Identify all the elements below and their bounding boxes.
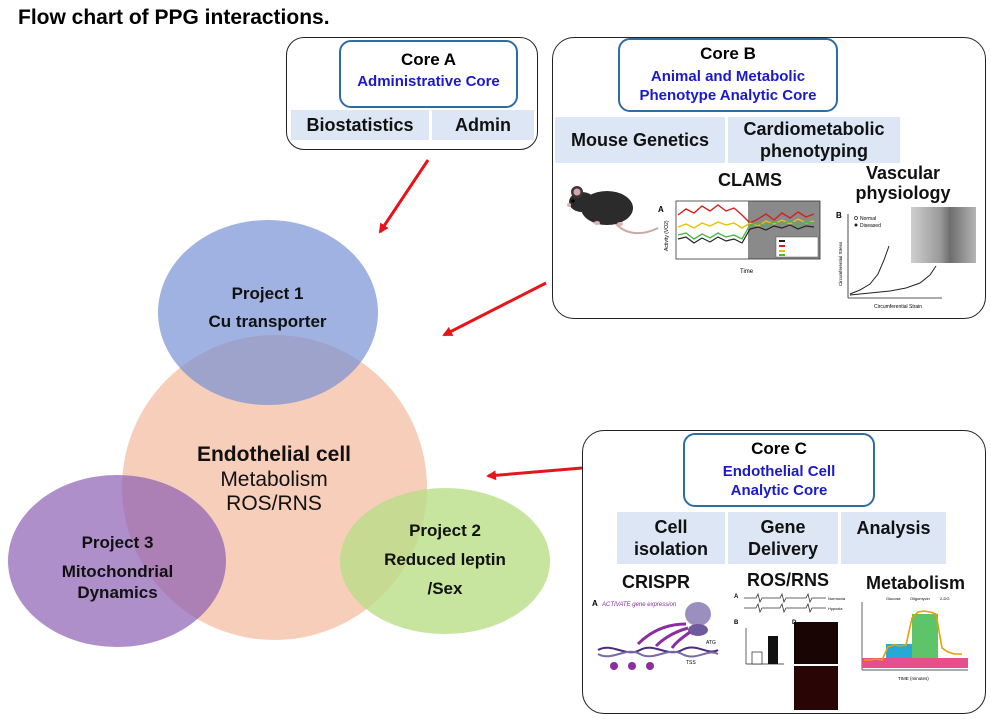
- crispr-schematic: A ACTIVATE gene expression ATG TSS: [592, 599, 719, 670]
- project2-label: Project 2 Reduced leptin /Sex: [365, 520, 525, 600]
- project1-circle: [158, 220, 378, 405]
- ros-label: ROS/RNS: [746, 570, 829, 590]
- center-ros: ROS/RNS: [226, 492, 322, 515]
- crispr-label: CRISPR: [621, 572, 690, 592]
- metabolism-series: [864, 610, 962, 661]
- project2-topic-line2: /Sex: [427, 579, 463, 598]
- vascular-label-line1: Vascular: [865, 163, 941, 183]
- clams-ylabel: Activity (VO2): [664, 220, 670, 251]
- project3-topic-line2: Dynamics: [77, 583, 158, 602]
- arrow-core-b: [442, 281, 547, 337]
- crispr-panel-letter: A: [592, 599, 598, 608]
- vascular-stress-strain-plot: B Circumferential Stress Normal Diseased…: [836, 211, 942, 310]
- clams-series-black: [677, 224, 815, 244]
- clams-label: CLAMS: [718, 170, 782, 190]
- core-a-name: Core A: [400, 50, 457, 69]
- core-c-subtitle-line1: Endothelial Cell: [722, 463, 836, 480]
- mouse-image: [567, 186, 659, 235]
- project1-label: Project 1 Cu transporter: [200, 283, 335, 333]
- project2-topic-line1: Reduced leptin: [384, 550, 506, 569]
- core-b-cell-cardiometabolic: Cardiometabolic phenotyping: [728, 117, 900, 163]
- vascular-panel-letter: B: [836, 211, 842, 220]
- clams-activity-plot: A Activity (VO2) Time: [658, 200, 821, 275]
- project2-title: Project 2: [409, 521, 481, 540]
- metabolism-phase-2dg: 2-DG: [940, 596, 950, 601]
- arrow-core-a: [378, 159, 430, 234]
- center-title: Endothelial cell: [196, 443, 352, 466]
- ros-panel-b: B: [734, 620, 739, 626]
- clams-series-red: [677, 204, 815, 224]
- core-c-header: Core C Endothelial Cell Analytic Core: [683, 433, 875, 507]
- core-c-cell-isolation: Cell isolation: [617, 512, 725, 564]
- core-a-cell-biostatistics: Biostatistics: [291, 110, 429, 140]
- ros-trace-hypoxia: Hypoxia: [828, 606, 843, 611]
- metabolism-phase-glucose: Glucose: [886, 596, 901, 601]
- core-b-subtitle-line2: Phenotype Analytic Core: [639, 87, 817, 104]
- page-title: Flow chart of PPG interactions.: [18, 6, 330, 29]
- project1-title: Project 1: [231, 284, 304, 303]
- ros-figure: A Normoxia Hypoxia B D: [734, 592, 846, 710]
- clams-series-green: [677, 220, 815, 240]
- ros-trace-normoxia: Normoxia: [828, 596, 846, 601]
- project3-title: Project 3: [81, 533, 154, 552]
- vascular-label-line2: physiology: [855, 183, 951, 203]
- center-label: Endothelial cell Metabolism ROS/RNS: [160, 442, 388, 516]
- core-b-subtitle-line1: Animal and Metabolic: [650, 68, 806, 85]
- metabolism-label: Metabolism: [865, 573, 966, 593]
- project3-circle: [8, 475, 226, 647]
- arrow-core-c: [486, 466, 583, 481]
- crispr-tss: TSS: [686, 660, 696, 666]
- core-a-header: Core A Administrative Core: [339, 40, 518, 108]
- project1-topic: Cu transporter: [208, 312, 327, 331]
- core-b-header: Core B Animal and Metabolic Phenotype An…: [618, 38, 838, 112]
- vascular-ylabel: Circumferential Stress: [838, 241, 843, 286]
- vascular-series-normal: [849, 265, 937, 296]
- vessel-micrograph-image: [911, 207, 976, 263]
- clams-series-yellow: [677, 218, 815, 229]
- crispr-atg: ATG: [706, 640, 716, 646]
- vascular-series-diseased: [849, 245, 890, 295]
- clams-xlabel: Time: [740, 269, 754, 275]
- core-c-name: Core C: [751, 439, 807, 458]
- core-c-subtitle-line2: Analytic Core: [730, 482, 828, 499]
- vascular-legend-diseased: Diseased: [860, 223, 881, 229]
- core-c-cell-gene-delivery: Gene Delivery: [728, 512, 838, 564]
- ros-panel-a: A: [734, 594, 739, 600]
- core-b-cell-mouse-genetics: Mouse Genetics: [555, 117, 725, 163]
- core-a-cell-admin: Admin: [432, 110, 534, 140]
- crispr-caption: ACTIVATE gene expression: [601, 602, 677, 608]
- core-a-subtitle: Administrative Core: [357, 73, 500, 90]
- center-metabolism: Metabolism: [220, 468, 328, 491]
- core-c-cell-analysis: Analysis: [841, 512, 946, 564]
- clams-panel-letter: A: [658, 205, 664, 214]
- vascular-legend-normal: Normal: [860, 216, 876, 222]
- metabolism-xlabel: TIME (minutes): [898, 676, 929, 681]
- project3-topic-line1: Mitochondrial: [61, 562, 174, 581]
- project2-circle: [340, 488, 550, 634]
- metabolism-flux-plot: Glucose Oligomycin 2-DG TIME (minutes): [861, 596, 968, 681]
- vascular-xlabel: Circumferential Strain: [874, 304, 922, 310]
- project3-label: Project 3 Mitochondrial Dynamics: [45, 532, 190, 603]
- metabolism-phase-oligomycin: Oligomycin: [910, 596, 930, 601]
- core-b-name: Core B: [700, 44, 756, 63]
